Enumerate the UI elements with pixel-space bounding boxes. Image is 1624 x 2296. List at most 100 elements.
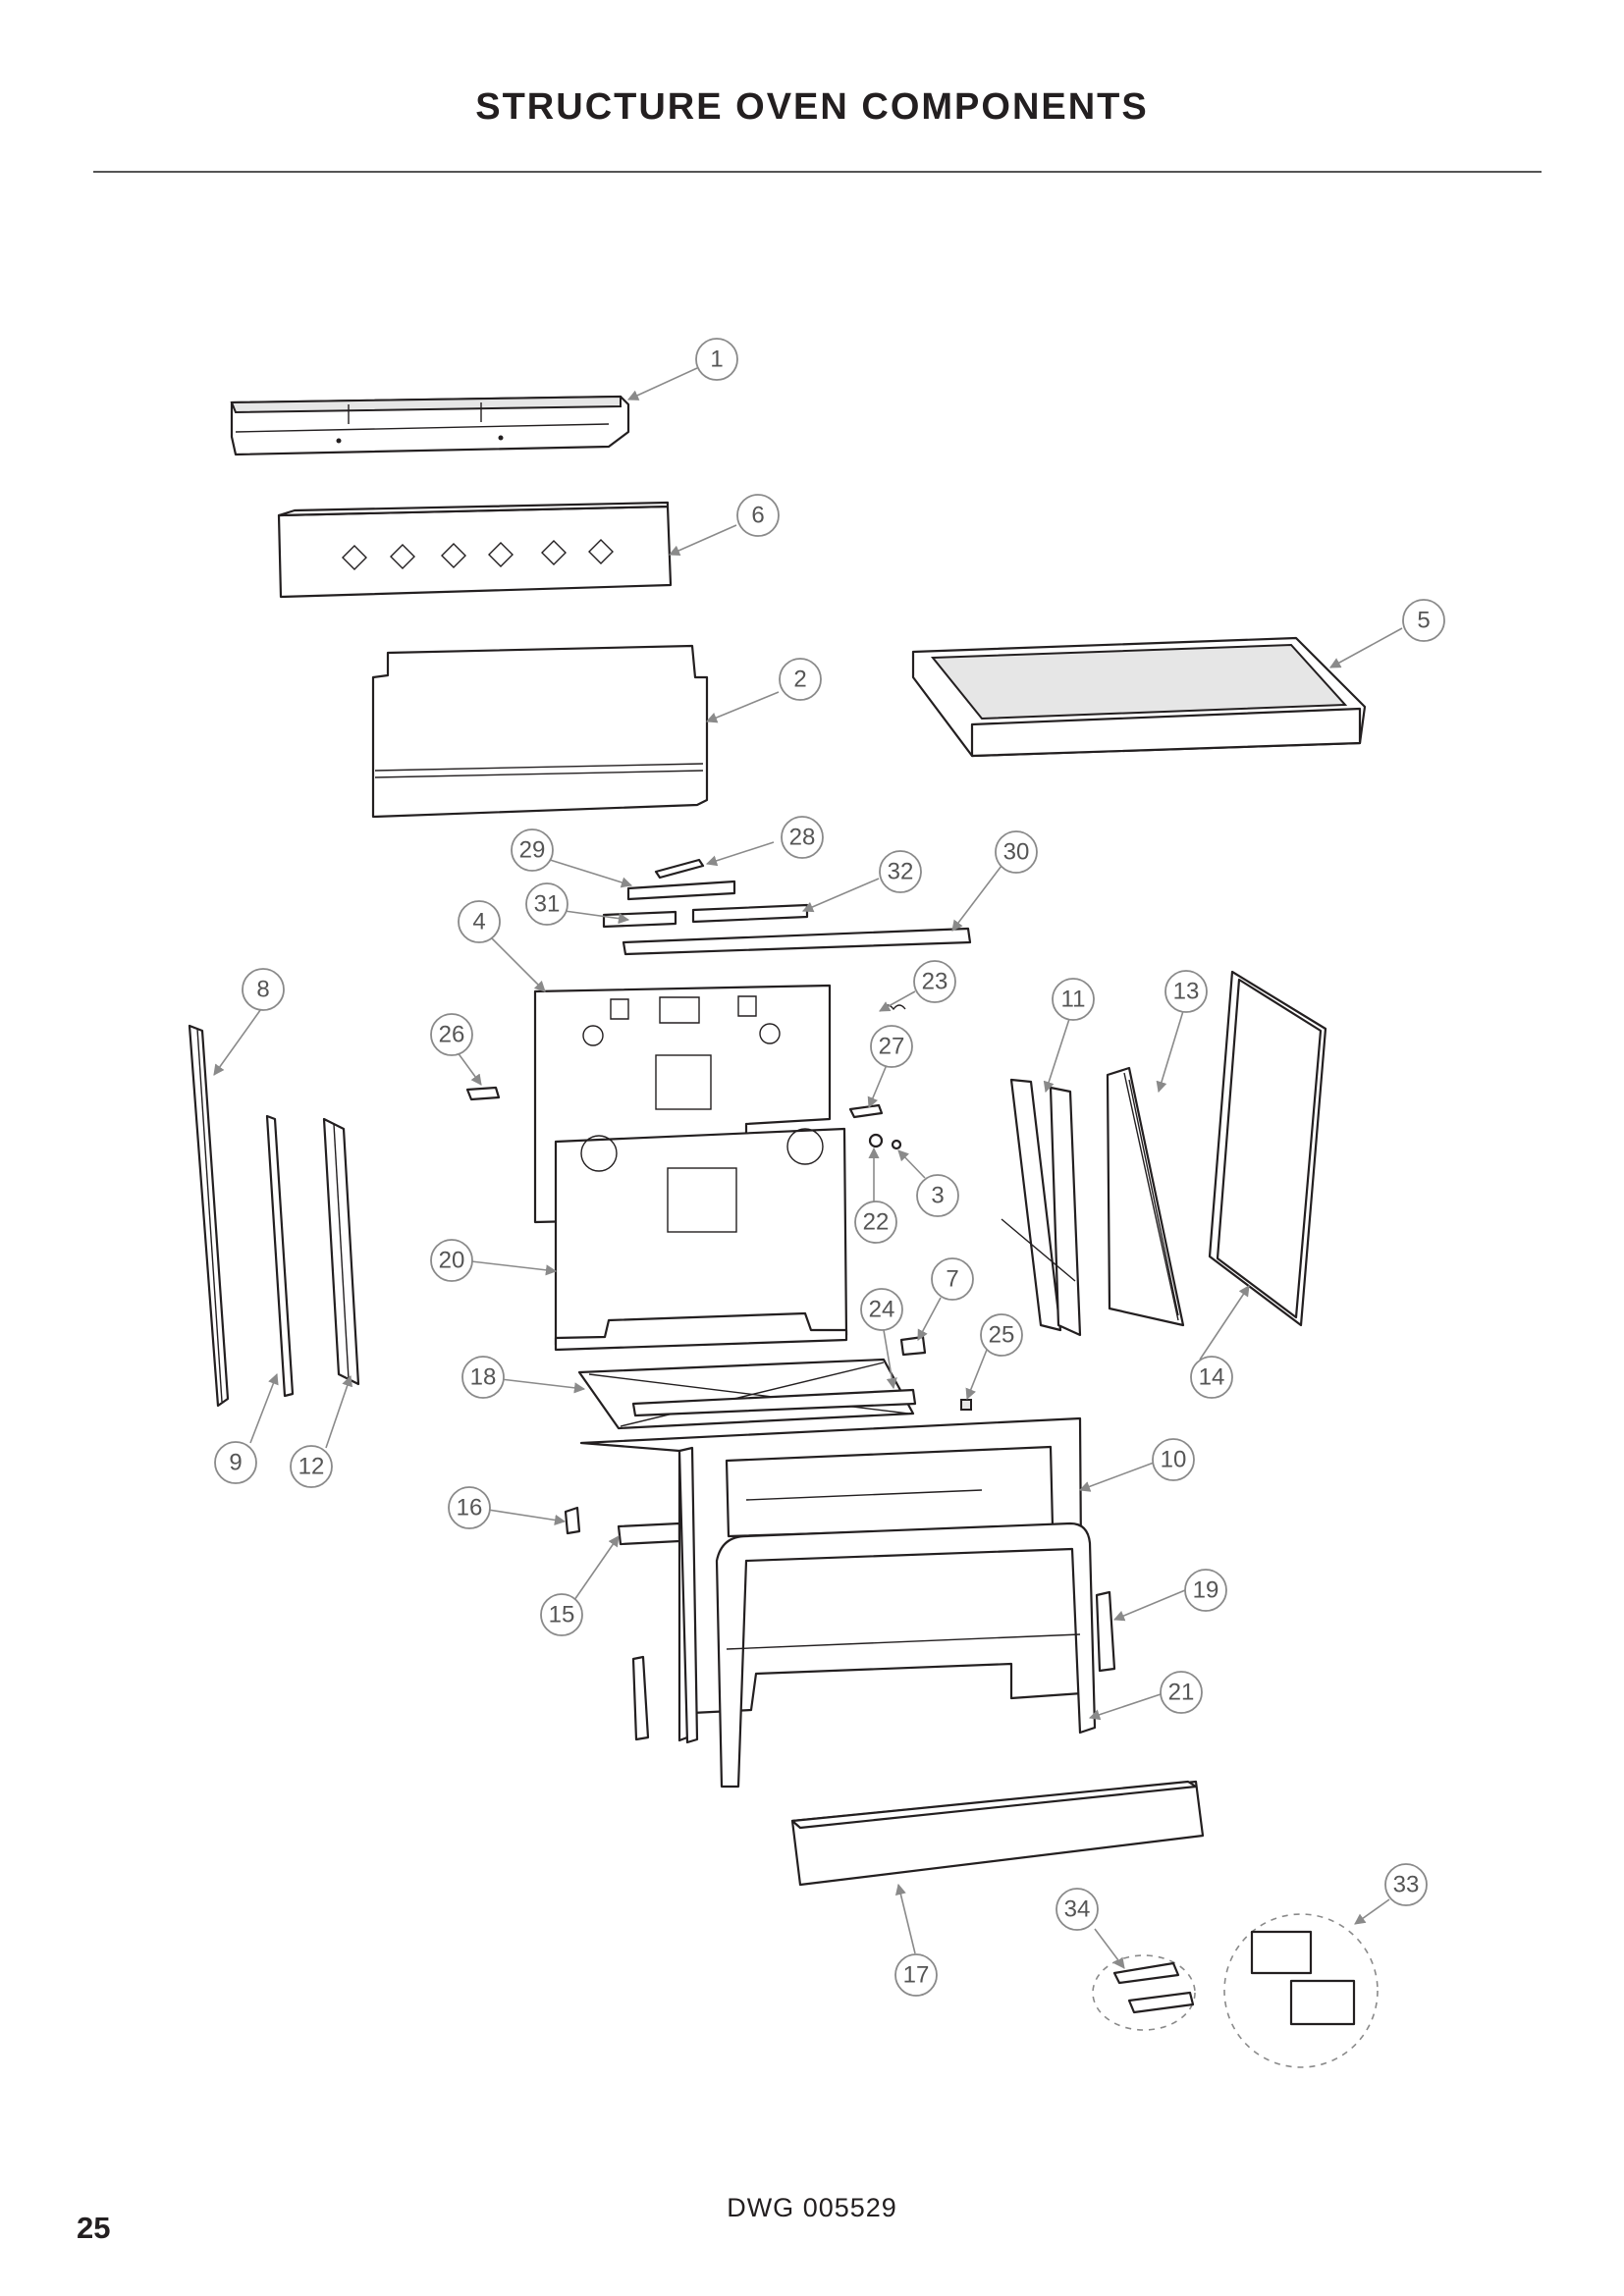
part-31-rail: [602, 910, 677, 929]
part-28-bracket: [654, 858, 705, 880]
callout-23: 23: [913, 960, 956, 1003]
part-10-front-frame: [579, 1416, 1084, 1744]
part-29-rail: [626, 880, 736, 901]
callout-4: 4: [458, 900, 501, 943]
part-7-hinge-bracket: [899, 1335, 927, 1357]
part-30-rail: [622, 927, 972, 956]
callout-leaders: [213, 367, 1403, 1969]
part-17-kickplate: [790, 1780, 1205, 1887]
svg-text:20: 20: [439, 1248, 465, 1274]
svg-text:9: 9: [229, 1450, 242, 1476]
part-8-side-panel: [188, 1024, 230, 1408]
svg-text:10: 10: [1161, 1447, 1187, 1473]
callout-34: 34: [1056, 1888, 1099, 1931]
callout-10: 10: [1152, 1438, 1195, 1481]
callout-17: 17: [894, 1953, 938, 1997]
svg-text:6: 6: [751, 503, 764, 529]
svg-text:28: 28: [789, 825, 816, 851]
callout-12: 12: [290, 1445, 333, 1488]
callout-7: 7: [931, 1257, 974, 1301]
callout-6: 6: [736, 494, 780, 537]
svg-text:2: 2: [793, 667, 806, 693]
part-5-top-frame: [911, 636, 1367, 758]
callout-33: 33: [1384, 1863, 1428, 1906]
callout-3: 3: [916, 1174, 959, 1217]
part-26-bracket: [465, 1086, 501, 1101]
part-16-hinge-bracket: [564, 1506, 581, 1535]
callout-1: 1: [695, 338, 738, 381]
part-9-side-panel: [265, 1114, 295, 1398]
page-title: STRUCTURE OVEN COMPONENTS: [475, 86, 1149, 128]
svg-text:21: 21: [1168, 1680, 1195, 1706]
svg-text:12: 12: [298, 1454, 325, 1480]
callout-20: 20: [430, 1239, 473, 1282]
svg-text:15: 15: [549, 1602, 575, 1629]
svg-text:29: 29: [519, 837, 546, 864]
callout-14: 14: [1190, 1356, 1233, 1399]
svg-text:11: 11: [1061, 987, 1086, 1013]
callout-31: 31: [525, 882, 568, 926]
svg-text:32: 32: [888, 859, 914, 885]
svg-text:3: 3: [931, 1183, 944, 1209]
part-20-oven-cavity: [554, 1127, 848, 1352]
callout-21: 21: [1160, 1671, 1203, 1714]
svg-text:17: 17: [903, 1962, 930, 1989]
callout-16: 16: [448, 1486, 491, 1529]
title-divider: [93, 171, 1542, 173]
callout-9: 9: [214, 1441, 257, 1484]
svg-text:8: 8: [256, 977, 269, 1003]
svg-text:25: 25: [989, 1322, 1015, 1349]
svg-text:4: 4: [472, 909, 485, 935]
callout-11: 11: [1052, 978, 1095, 1021]
callout-19: 19: [1184, 1569, 1227, 1612]
callout-22: 22: [854, 1201, 897, 1244]
part-33-end-caps: [1223, 1913, 1379, 2068]
part-27-bracket: [848, 1103, 884, 1119]
callout-18: 18: [461, 1356, 505, 1399]
svg-text:27: 27: [879, 1034, 905, 1060]
svg-text:13: 13: [1173, 979, 1200, 1005]
part-1-top-rail: [230, 395, 630, 456]
svg-text:23: 23: [922, 969, 948, 995]
svg-text:22: 22: [863, 1209, 890, 1236]
part-13-side-panel: [1106, 1066, 1185, 1327]
part-6-control-panel: [277, 501, 673, 599]
svg-text:31: 31: [534, 891, 561, 918]
svg-text:33: 33: [1393, 1872, 1420, 1898]
callout-15: 15: [540, 1593, 583, 1636]
page-number: 25: [77, 2211, 111, 2245]
callout-29: 29: [511, 828, 554, 872]
drawing-number: DWG 005529: [727, 2193, 897, 2222]
callout-24: 24: [860, 1288, 903, 1331]
callout-2: 2: [779, 658, 822, 701]
svg-text:7: 7: [946, 1266, 958, 1293]
callout-25: 25: [980, 1313, 1023, 1357]
callout-30: 30: [995, 830, 1038, 874]
svg-text:34: 34: [1064, 1896, 1091, 1923]
svg-text:18: 18: [470, 1364, 497, 1391]
svg-text:14: 14: [1199, 1364, 1225, 1391]
callout-13: 13: [1164, 970, 1208, 1013]
callout-5: 5: [1402, 599, 1445, 642]
svg-text:19: 19: [1193, 1577, 1219, 1604]
part-11-side-frame: [1001, 1078, 1082, 1337]
part-32-rail: [691, 903, 809, 924]
callout-32: 32: [879, 850, 922, 893]
part-25-clip: [960, 1399, 972, 1411]
part-19-hinge: [1095, 1590, 1116, 1673]
part-12-side-panel: [322, 1117, 360, 1386]
part-14-side-panel: [1208, 970, 1327, 1327]
svg-text:16: 16: [457, 1495, 483, 1522]
part-21-door-frame: [715, 1522, 1097, 1789]
callout-26: 26: [430, 1013, 473, 1056]
svg-text:30: 30: [1003, 839, 1030, 866]
svg-text:1: 1: [710, 347, 723, 373]
part-34-brackets: [1092, 1954, 1196, 2031]
svg-text:5: 5: [1417, 608, 1430, 634]
callout-27: 27: [870, 1025, 913, 1068]
svg-text:26: 26: [439, 1022, 465, 1048]
hinge-left: [631, 1655, 650, 1741]
part-15-rail: [617, 1522, 681, 1546]
part-2-back-panel: [371, 644, 709, 819]
